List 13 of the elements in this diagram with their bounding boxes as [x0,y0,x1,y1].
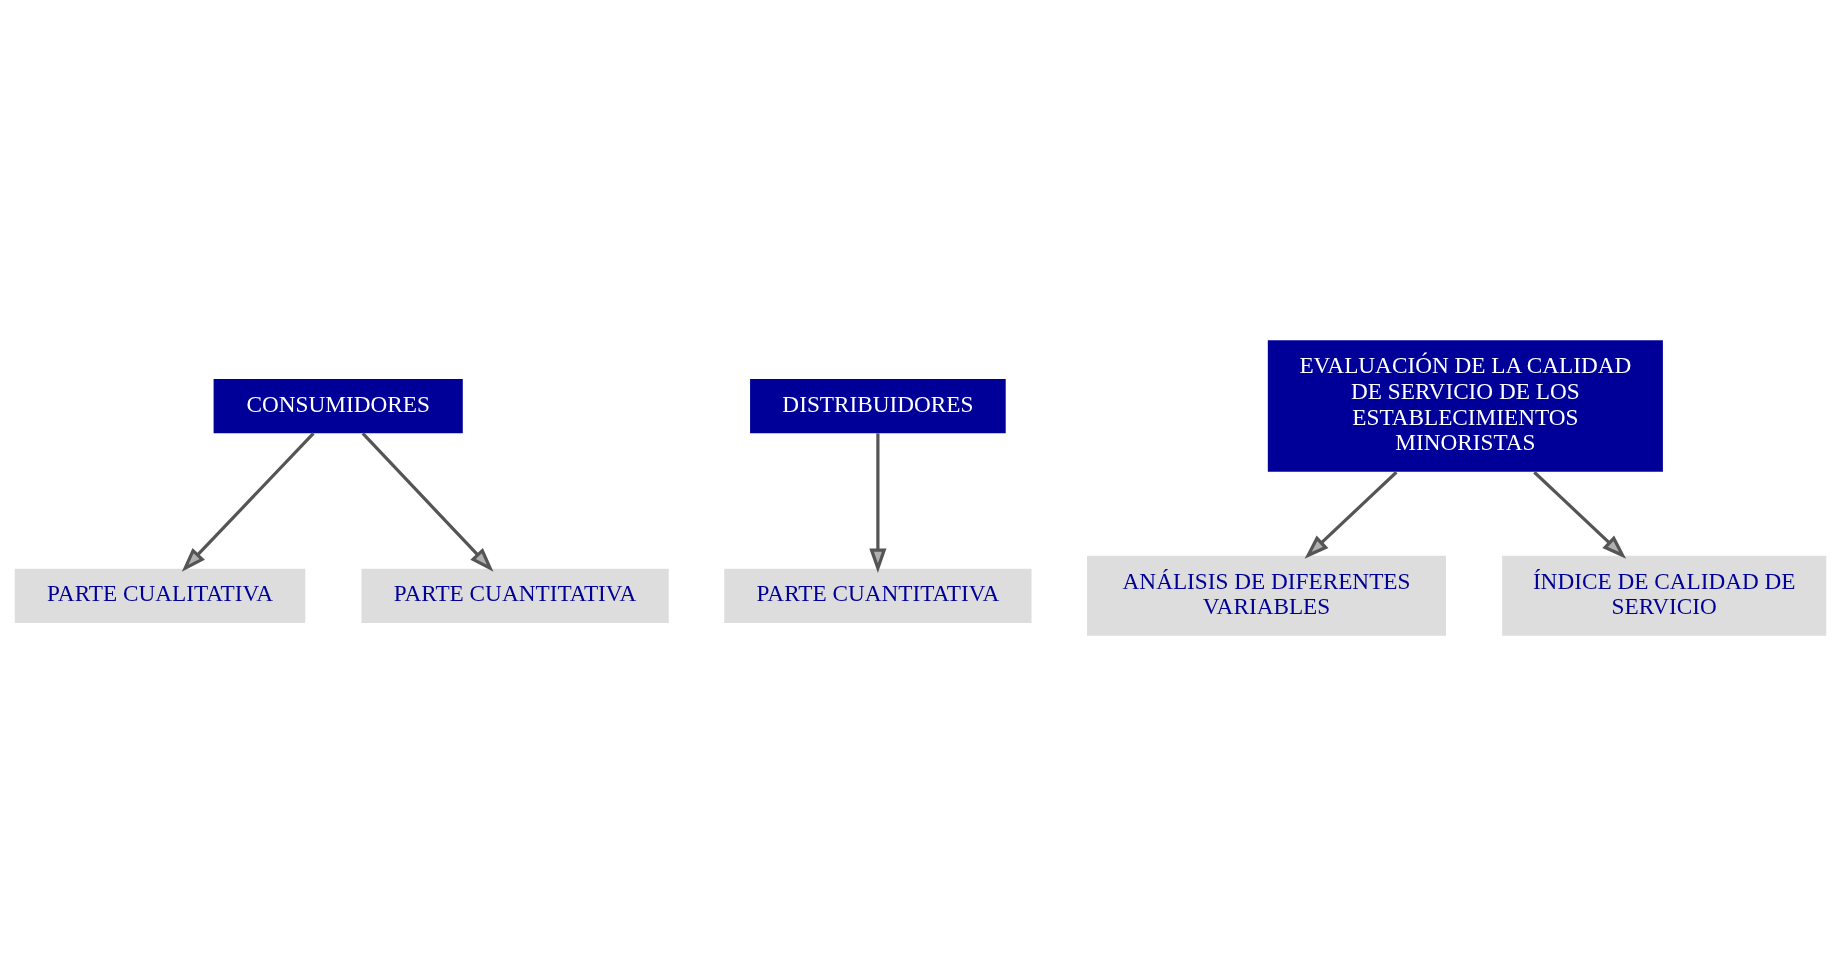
node-box: EVALUACIÓN DE LA CALIDAD DE SERVICIO DE LOS ESTABLECIMIENTOS MINORISTAS [1267,340,1663,472]
node-box: PARTE CUANTITATIVA [361,568,669,623]
arrow [869,433,887,573]
node-box: ANÁLISIS DE DIFERENTES VARIABLES [1087,555,1446,636]
arrow [361,432,494,572]
node-box: PARTE CUALITATIVA [14,568,306,623]
node-box: ÍNDICE DE CALIDAD DE SERVICIO [1502,555,1827,636]
arrow [1304,471,1398,559]
arrow [1533,471,1627,559]
node-box: PARTE CUANTITATIVA [724,568,1032,623]
arrow [181,432,315,572]
node-box: DISTRIBUIDORES [750,378,1006,434]
node-box: CONSUMIDORES [213,378,463,434]
